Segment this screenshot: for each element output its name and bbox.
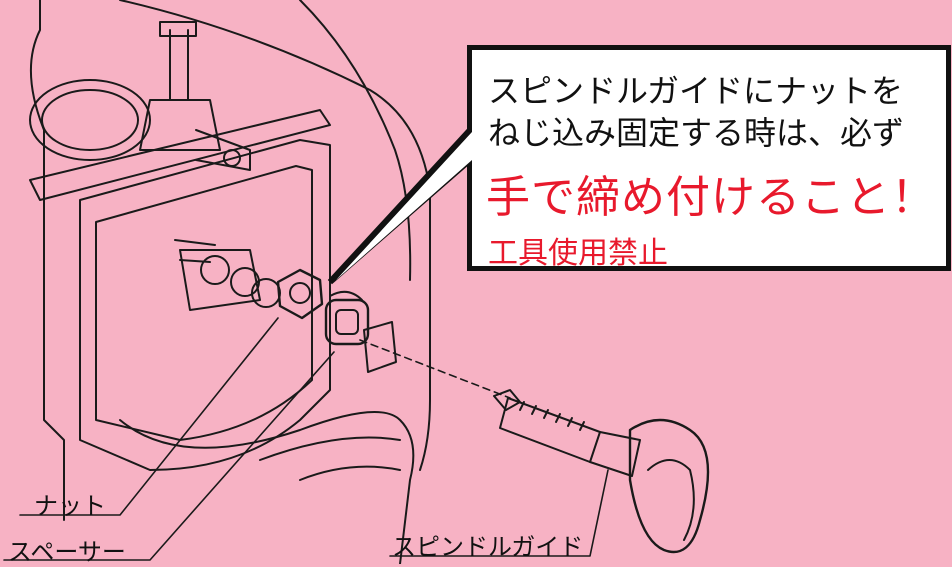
assembly-dashed-line xyxy=(359,339,511,399)
tank-rim-inner xyxy=(299,0,412,281)
label-nut: ナット xyxy=(34,492,106,520)
label-spindle-guide: スピンドルガイド xyxy=(392,533,584,561)
spacer-part xyxy=(324,290,370,346)
leader-spindle-guide xyxy=(389,469,609,557)
tank-outline xyxy=(29,0,65,521)
valve-pipe xyxy=(169,29,189,101)
tank-rim-top xyxy=(119,0,431,471)
knob xyxy=(628,418,710,554)
panel-hole xyxy=(363,321,397,373)
spindle-guide-part xyxy=(493,389,710,554)
hex-nut xyxy=(276,268,324,320)
inner-spindle xyxy=(174,239,281,311)
callout-box xyxy=(327,45,951,285)
tank-base xyxy=(119,411,415,564)
leader-nut xyxy=(19,317,279,516)
label-spacer: スペーサー xyxy=(8,538,126,566)
leader-spacer xyxy=(3,351,335,561)
front-panel-inner xyxy=(95,165,313,441)
crossbar xyxy=(29,109,331,201)
bowl-ellipse xyxy=(29,79,151,161)
front-panel xyxy=(79,139,331,471)
